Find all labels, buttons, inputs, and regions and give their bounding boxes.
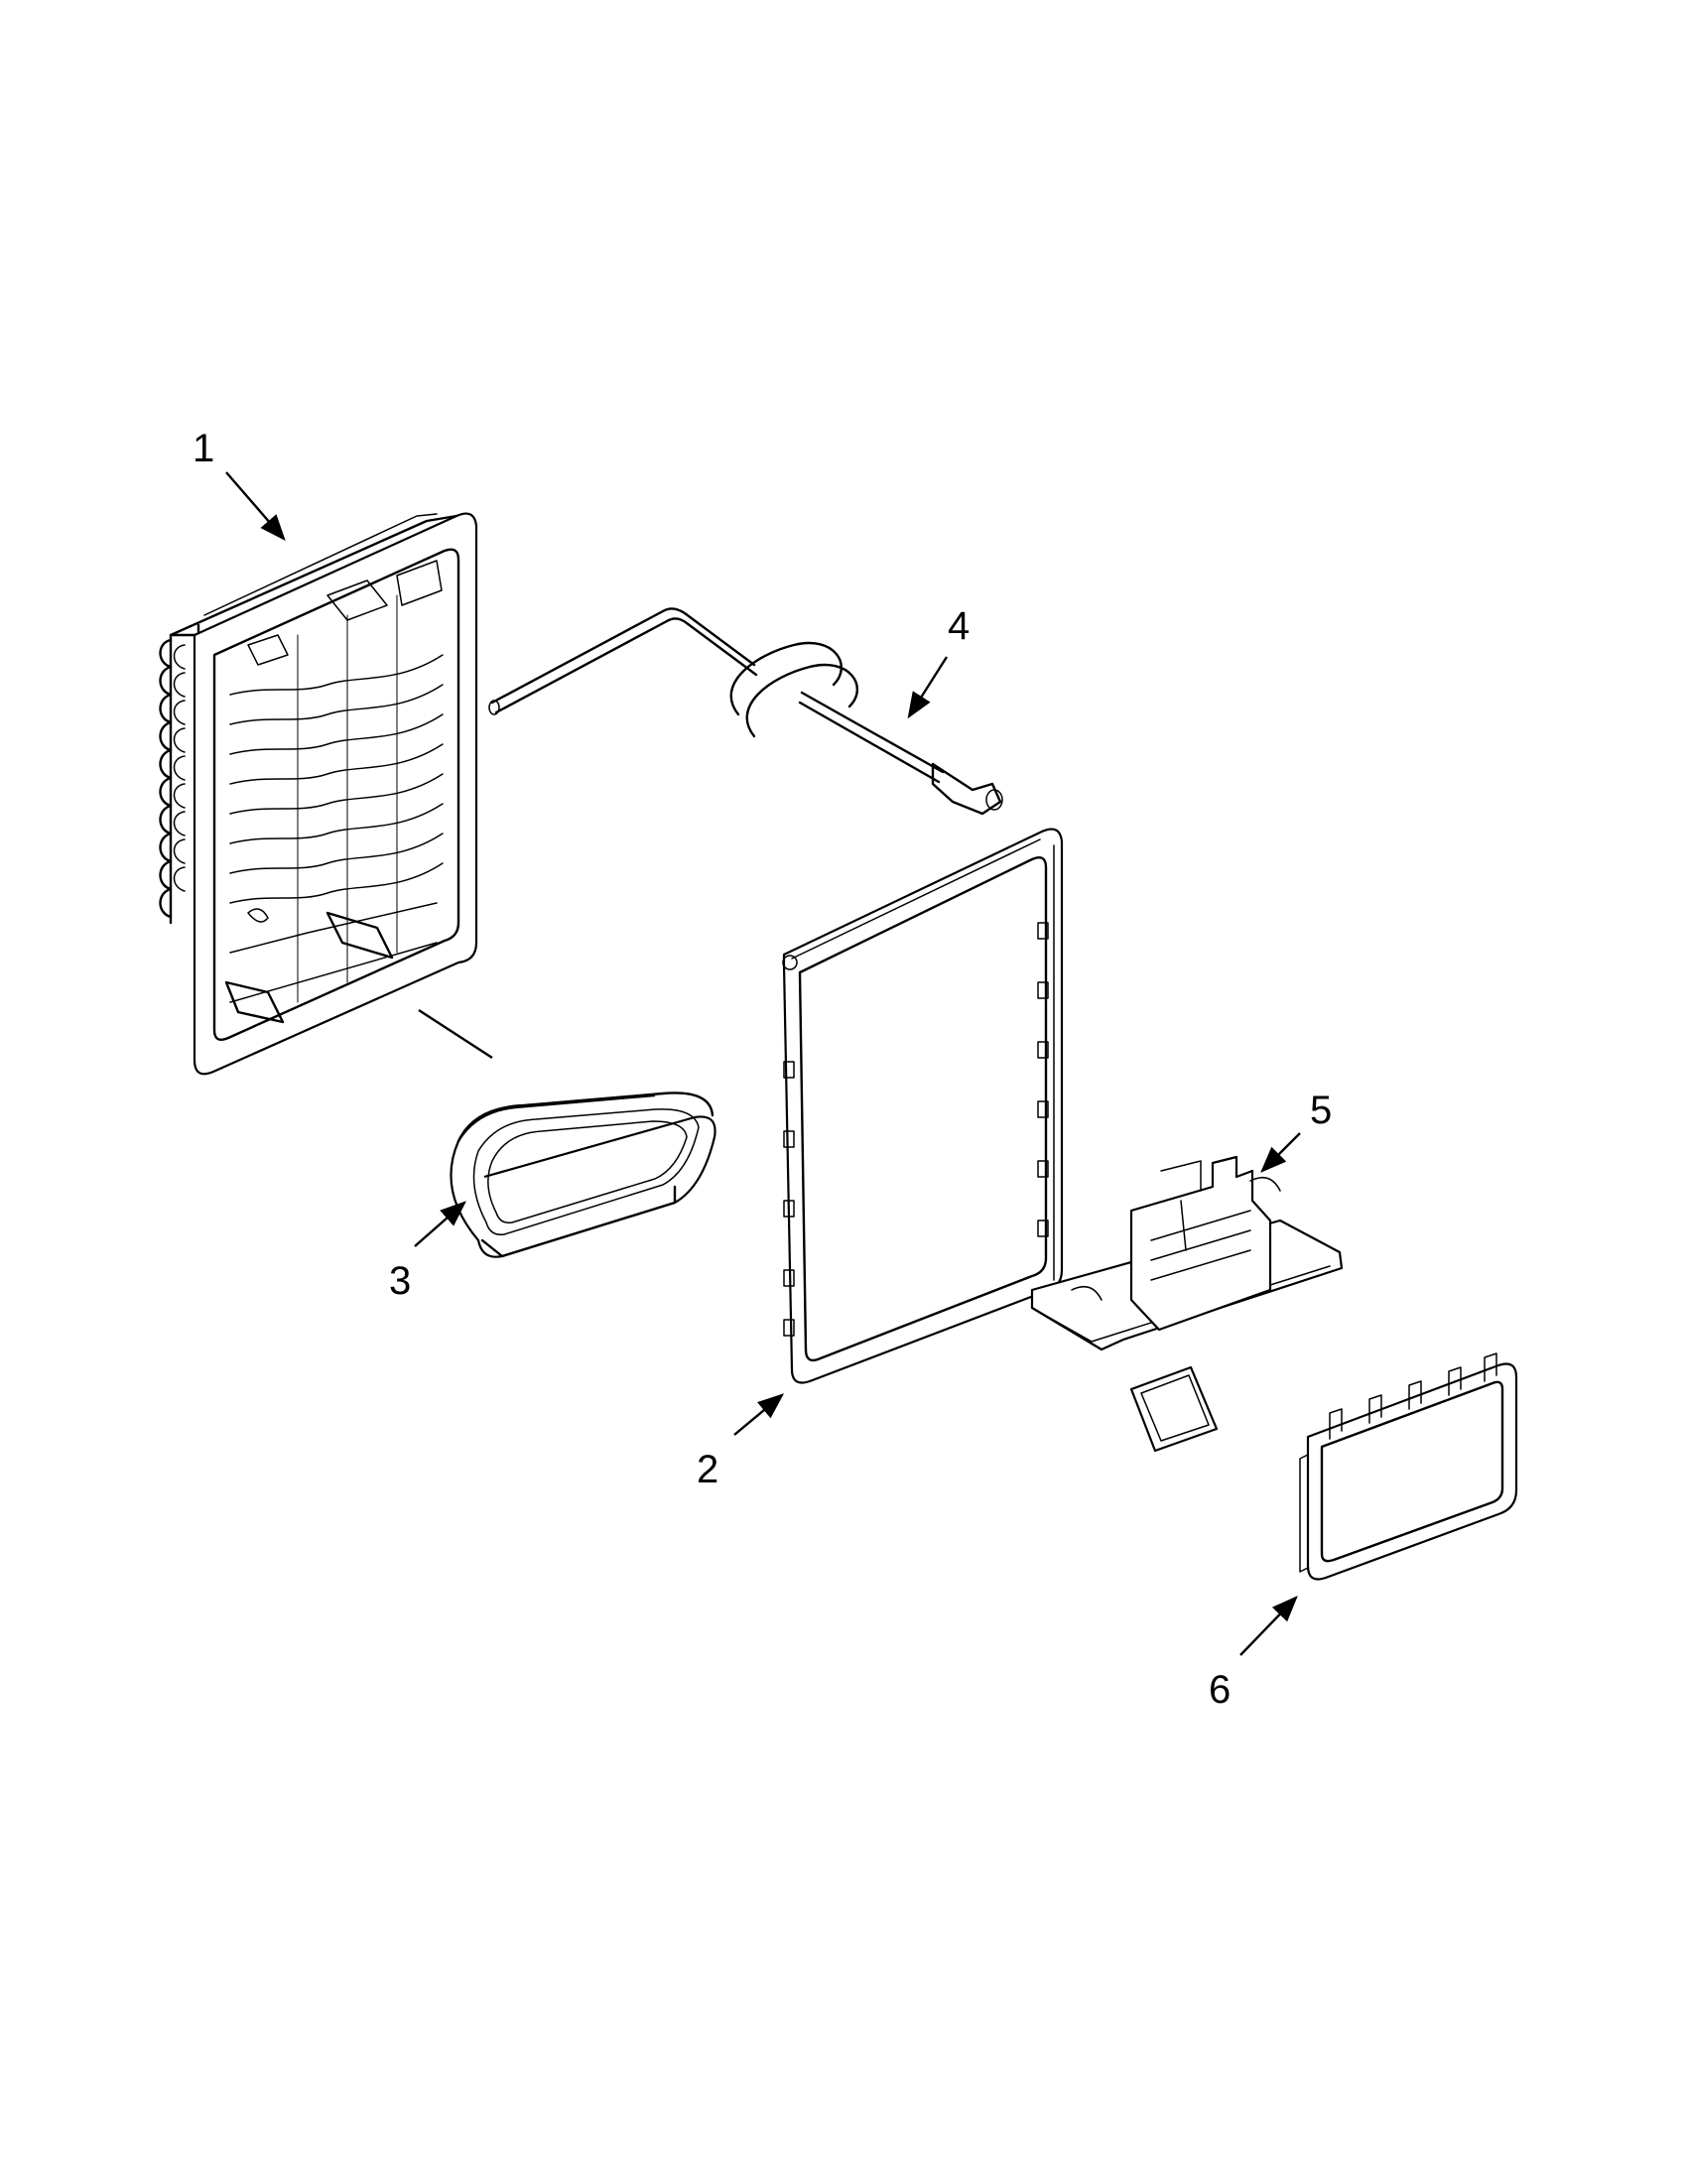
part-1-coils [159, 623, 200, 984]
callout-1: 1 [193, 427, 214, 470]
part-4-tube [488, 607, 1003, 816]
leader-1 [225, 471, 286, 541]
part-6-cover [1299, 1352, 1518, 1581]
part-1-bottom-brackets [224, 902, 438, 1024]
leader-5 [1260, 1132, 1301, 1173]
leader-2 [733, 1393, 785, 1436]
part-1-interior-ribs [229, 560, 444, 1003]
leader-3-tail [418, 1008, 493, 1060]
part-5-dispenser [1030, 1155, 1344, 1453]
part-2-frame [782, 828, 1064, 1384]
part-2-clips [782, 922, 1049, 1337]
callout-labels: 1 2 3 4 5 6 [193, 427, 1332, 1712]
part-1-housing [159, 512, 478, 1076]
leader-4 [907, 656, 949, 719]
part-3-rim [450, 1092, 716, 1258]
callout-6: 6 [1209, 1668, 1231, 1712]
callout-leaders [225, 471, 1301, 1656]
callout-3: 3 [389, 1259, 411, 1303]
leader-6 [1239, 1596, 1298, 1656]
callout-5: 5 [1310, 1089, 1332, 1132]
callout-4: 4 [948, 604, 970, 648]
callout-2: 2 [697, 1448, 718, 1491]
leader-3 [414, 1201, 466, 1247]
